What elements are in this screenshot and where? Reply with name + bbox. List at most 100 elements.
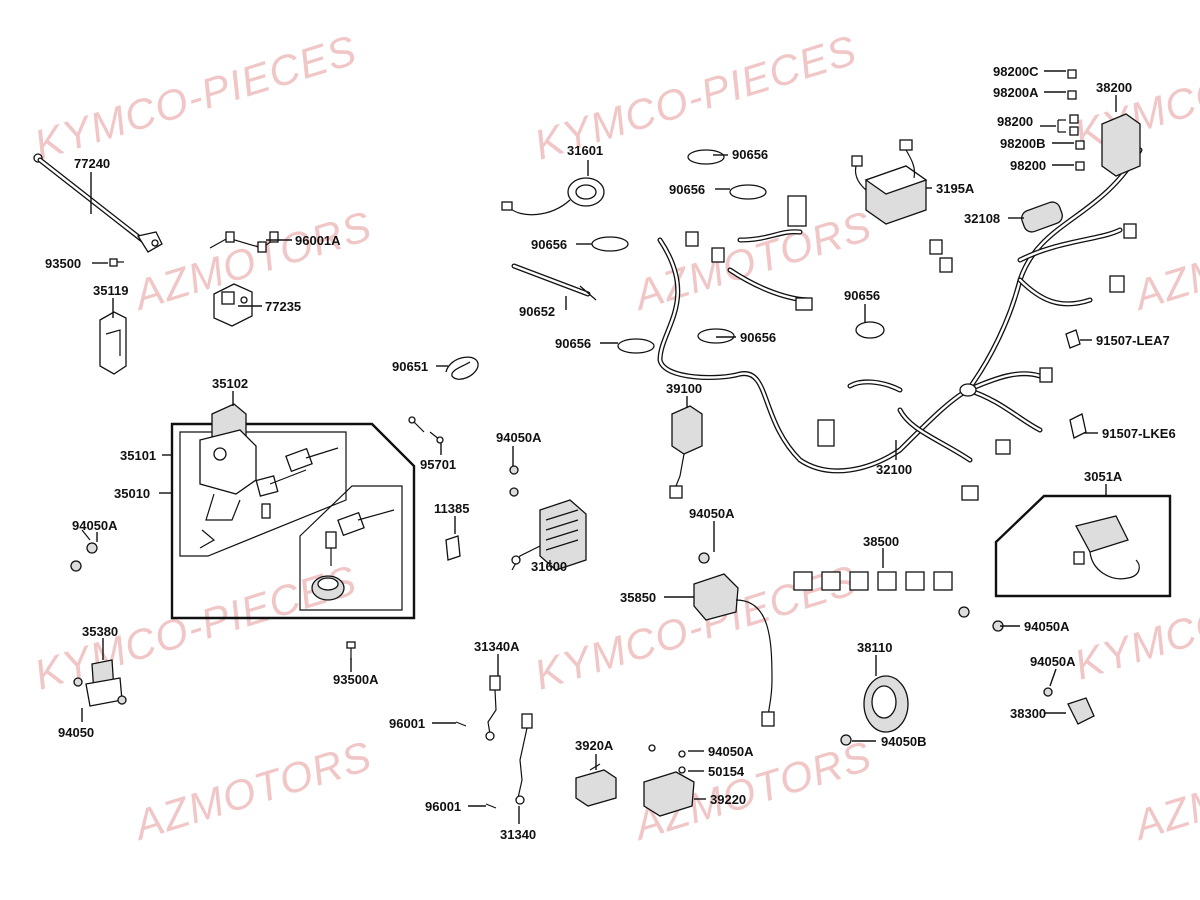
part-label[interactable]: 94050A — [1024, 619, 1070, 634]
bolt-95701-drawing — [408, 416, 444, 444]
band-90651-drawing — [445, 356, 479, 380]
nut-94050A-drawing — [698, 552, 710, 564]
main-harness-32100-drawing — [657, 147, 1143, 501]
part-label[interactable]: 96001 — [389, 716, 425, 731]
band-90656-drawing — [697, 328, 735, 344]
tube-90652-drawing — [511, 263, 597, 301]
part-label[interactable]: 32108 — [964, 211, 1000, 226]
part-label[interactable]: 35102 — [212, 376, 248, 391]
part-label[interactable]: 39100 — [666, 381, 702, 396]
part-label[interactable]: 31601 — [567, 143, 603, 158]
part-label[interactable]: 94050A — [708, 744, 754, 759]
part-label[interactable]: 94050B — [881, 734, 927, 749]
part-label[interactable]: 90656 — [555, 336, 591, 351]
part-label[interactable]: 3920A — [575, 738, 614, 753]
part-label[interactable]: 35380 — [82, 624, 118, 639]
part-label[interactable]: 35101 — [120, 448, 156, 463]
part-label[interactable]: 90656 — [844, 288, 880, 303]
part-label[interactable]: 93500 — [45, 256, 81, 271]
part-label[interactable]: 91507-LEA7 — [1096, 333, 1170, 348]
meter-31601-drawing — [501, 177, 605, 216]
part-label[interactable]: 38500 — [863, 534, 899, 549]
part-label[interactable]: 38300 — [1010, 706, 1046, 721]
part-label[interactable]: 94050A — [496, 430, 542, 445]
part-label[interactable]: 90652 — [519, 304, 555, 319]
part-label[interactable]: 31340A — [474, 639, 520, 654]
key-set-drawing — [311, 509, 395, 601]
clamp-91507-LKE6-drawing — [1069, 413, 1087, 439]
watermark-text: KYMCO-PIECES — [29, 26, 362, 169]
nut-94050A-drawing — [509, 465, 519, 475]
part-label[interactable]: 94050 — [58, 725, 94, 740]
part-label[interactable]: 11385 — [434, 501, 469, 516]
unit-39220-drawing — [643, 744, 695, 817]
band-90656-drawing — [617, 338, 655, 354]
watermark-text: AZMOTORS — [626, 202, 877, 320]
nut-94050A-left-drawing — [70, 529, 98, 572]
part-label[interactable]: 94050A — [1030, 654, 1076, 669]
watermark-text: AZM — [1126, 247, 1200, 320]
sensor-31340-drawing — [515, 713, 533, 805]
part-label[interactable]: 90651 — [392, 359, 428, 374]
part-label[interactable]: 96001 — [425, 799, 461, 814]
part-label[interactable]: 38110 — [857, 640, 892, 655]
switch-35380-drawing — [73, 659, 127, 707]
nut-94050B-drawing — [840, 734, 852, 746]
ignition-coil-drawing — [1073, 515, 1140, 580]
band-90656-drawing — [729, 184, 767, 200]
part-label[interactable]: 90656 — [531, 237, 567, 252]
part-label[interactable]: 95701 — [420, 457, 456, 472]
unit-39100-drawing — [669, 405, 703, 499]
coil-3051A-frame — [994, 494, 1172, 598]
part-label[interactable]: 77240 — [74, 156, 110, 171]
nut-94050A-drawing — [509, 487, 519, 497]
part-label[interactable]: 90656 — [669, 182, 705, 197]
lock-set-frame — [170, 422, 416, 620]
part-label[interactable]: 50154 — [708, 764, 745, 779]
part-label[interactable]: 90656 — [740, 330, 776, 345]
cable-77240-drawing — [33, 153, 163, 253]
screw-93500A-drawing — [346, 641, 356, 660]
part-label[interactable]: 32100 — [876, 462, 912, 477]
part-label[interactable]: 31340 — [500, 827, 536, 842]
connectors-38500-drawing — [793, 571, 953, 591]
part-label[interactable]: 35850 — [620, 590, 656, 605]
part-label[interactable]: 3051A — [1084, 469, 1123, 484]
ignition-switch-35101-drawing — [199, 403, 339, 549]
part-label[interactable]: 3195A — [936, 181, 975, 196]
sensor-31340A-drawing — [485, 675, 501, 741]
part-label[interactable]: 77235 — [265, 299, 301, 314]
part-labels: 77240 96001A 93500 35119 77235 35102 351… — [45, 64, 1176, 842]
part-label[interactable]: 35119 — [93, 283, 128, 298]
watermark-text: KYMCO — [1069, 597, 1200, 688]
clip-96001A-drawing — [209, 231, 279, 253]
watermark-text: AZMOTORS — [126, 732, 377, 850]
watermark-text: KYMCO-PIECES — [29, 556, 362, 699]
part-label[interactable]: 96001A — [295, 233, 341, 248]
part-label[interactable]: 98200B — [1000, 136, 1046, 151]
part-label[interactable]: 90656 — [732, 147, 768, 162]
bracket-77235-drawing — [213, 283, 253, 327]
part-label[interactable]: 98200C — [993, 64, 1039, 79]
fuse-box-38200-drawing — [1101, 113, 1141, 177]
part-label[interactable]: 94050A — [689, 506, 735, 521]
part-label[interactable]: 98200 — [997, 114, 1033, 129]
band-90656-drawing — [855, 321, 885, 339]
part-label[interactable]: 39220 — [710, 792, 746, 807]
part-label[interactable]: 93500A — [333, 672, 379, 687]
part-label[interactable]: 94050A — [72, 518, 118, 533]
bolt-96001-drawing — [485, 803, 497, 809]
part-label[interactable]: 35010 — [114, 486, 150, 501]
unit-3920A-drawing — [575, 763, 617, 807]
part-label[interactable]: 31600 — [531, 559, 567, 574]
lock-set-inner-frame-b — [299, 485, 403, 611]
starter-relay-35850-drawing — [693, 573, 775, 727]
part-label[interactable]: 98200A — [993, 85, 1039, 100]
band-90656-drawing — [591, 236, 629, 252]
cover-35119-drawing — [99, 311, 127, 375]
part-label[interactable]: 91507-LKE6 — [1102, 426, 1176, 441]
part-label[interactable]: 38200 — [1096, 80, 1132, 95]
part-label[interactable]: 98200 — [1010, 158, 1046, 173]
watermark-text: AZM — [1126, 777, 1200, 850]
